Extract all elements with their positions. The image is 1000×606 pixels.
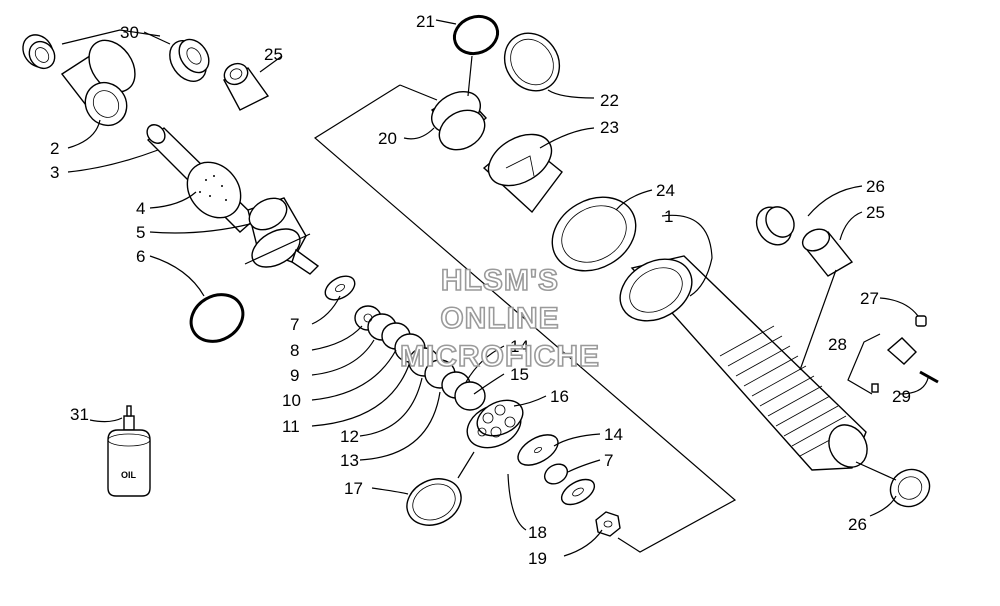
shim-stack	[354, 305, 486, 411]
part-23-cap	[482, 133, 563, 214]
part-label-13: 13	[340, 451, 359, 470]
part-label-4: 4	[136, 199, 145, 218]
part-label-23: 23	[600, 118, 619, 137]
part-20-piston	[430, 91, 488, 151]
part-label-21: 21	[416, 12, 435, 31]
part-1-shock-body	[619, 255, 868, 471]
part-25-spacer-right	[801, 228, 854, 277]
part-14-washer	[517, 434, 559, 466]
part-label-6: 6	[136, 247, 145, 266]
part-26-seal-lower	[889, 468, 931, 508]
part-25-spacer	[223, 62, 270, 111]
part-29-valve-core	[919, 370, 939, 384]
part-18-washer	[560, 478, 596, 506]
part-21-o-ring	[452, 14, 500, 56]
part-label-7-bottom: 7	[604, 451, 613, 470]
part-label-24: 24	[656, 181, 675, 200]
part-30-seal	[22, 34, 56, 70]
watermark-line-3: MICROFICHE	[400, 340, 600, 373]
part-label-25-left: 25	[264, 45, 283, 64]
part-17-piston-band	[406, 478, 462, 526]
part-label-15: 15	[510, 365, 529, 384]
part-label-26-bottom: 26	[848, 515, 867, 534]
part-label-12: 12	[340, 427, 359, 446]
leader-lines	[61, 19, 929, 557]
part-16-piston	[466, 399, 524, 449]
part-label-7-top: 7	[290, 315, 299, 334]
part-7-washer	[324, 275, 356, 301]
part-label-19: 19	[528, 549, 547, 568]
part-label-29: 29	[892, 387, 911, 406]
part-label-31: 31	[70, 405, 89, 424]
part-label-11: 11	[282, 417, 300, 436]
part-label-16: 16	[550, 387, 569, 406]
part-label-5: 5	[136, 223, 145, 242]
part-label-22: 22	[600, 91, 619, 110]
watermark-line-2: ONLINE	[440, 302, 559, 335]
part-number-labels: 30 2 3 4 5 6 25 7 8 9 10 11 12 13 14 15 …	[50, 12, 911, 568]
watermark-line-1: HLSM'S	[441, 264, 559, 297]
part-2-bushing	[60, 39, 136, 127]
part-label-18: 18	[528, 523, 547, 542]
oil-bottle-label: OIL	[121, 470, 137, 480]
part-30-washer	[169, 38, 210, 82]
part-label-14-bottom: 14	[604, 425, 623, 444]
part-label-25-right: 25	[866, 203, 885, 222]
assembly-bracket	[313, 84, 737, 553]
part-label-2: 2	[50, 139, 59, 158]
watermark: HLSM'S ONLINE MICROFICHE	[399, 263, 600, 374]
part-label-17: 17	[344, 479, 363, 498]
part-label-14-top: 14	[510, 337, 529, 356]
part-label-27: 27	[860, 289, 879, 308]
part-28-valve	[871, 337, 917, 393]
part-label-9: 9	[290, 366, 299, 385]
part-label-1: 1	[664, 207, 673, 226]
part-label-26-top: 26	[866, 177, 885, 196]
part-label-10: 10	[282, 391, 301, 410]
part-label-30: 30	[120, 23, 139, 42]
part-label-8: 8	[290, 341, 299, 360]
part-label-28: 28	[828, 335, 847, 354]
part-4-bumper	[186, 161, 242, 219]
part-label-3: 3	[50, 163, 59, 182]
part-label-20: 20	[378, 129, 397, 148]
part-5-seal-head	[247, 197, 320, 275]
part-22-ring	[503, 32, 561, 92]
part-24-seal	[551, 196, 637, 272]
part-26-seal-upper	[755, 206, 795, 246]
part-27-cap	[915, 315, 927, 327]
part-6-o-ring	[189, 293, 245, 343]
part-7-washer-lower	[543, 463, 569, 485]
part-31-oil-bottle: OIL	[107, 405, 151, 497]
